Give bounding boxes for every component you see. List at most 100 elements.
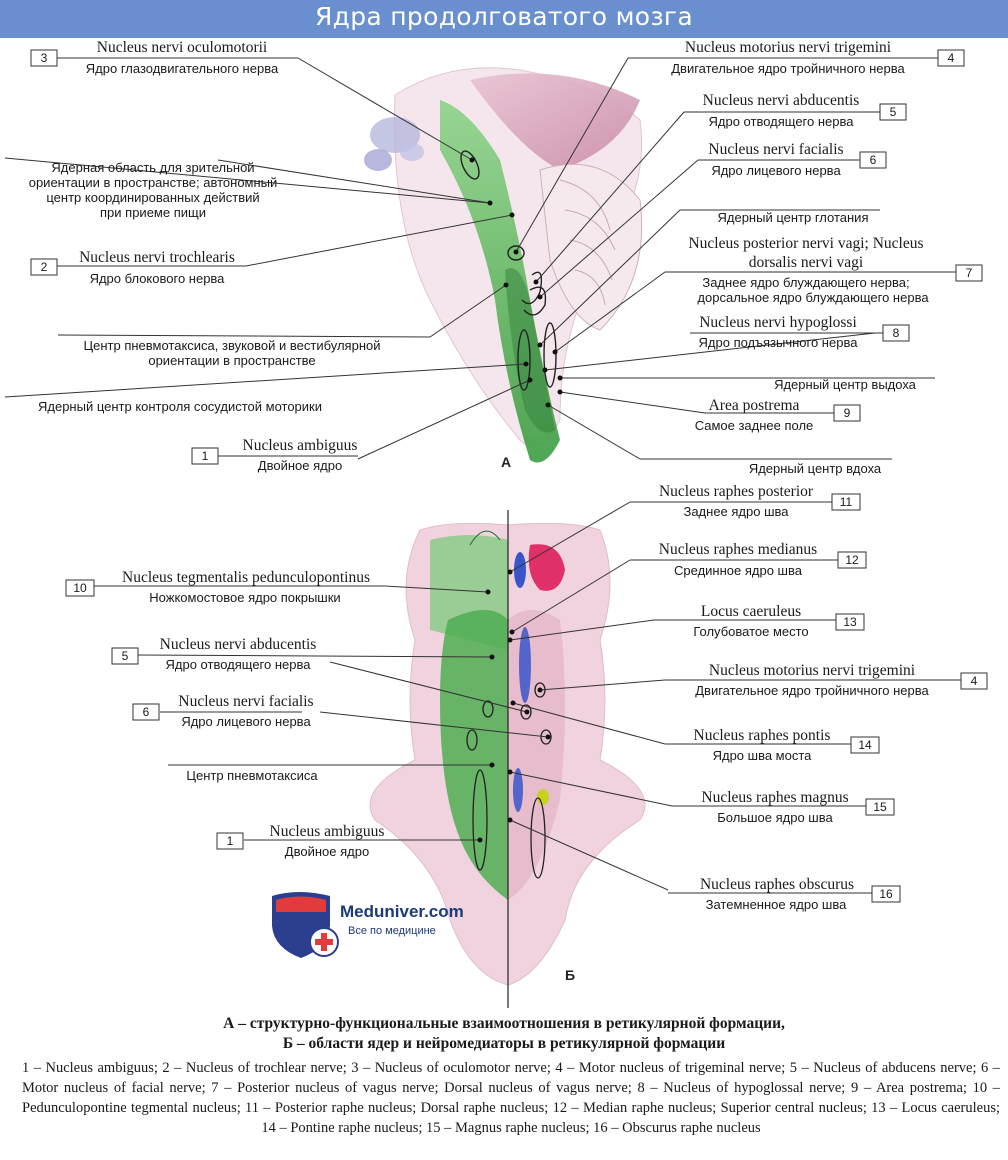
- svg-text:Срединное ядро шва: Срединное ядро шва: [674, 563, 803, 578]
- panel-a-illustration: [364, 67, 643, 463]
- svg-text:Двойное ядро: Двойное ядро: [258, 458, 342, 473]
- svg-text:Nucleus nervi facialis: Nucleus nervi facialis: [178, 693, 313, 710]
- meduniver-logo[interactable]: Meduniver.com Все по медицине: [268, 888, 498, 960]
- panel-b-letter: Б: [565, 967, 575, 983]
- label-a-hypoglossal: 8 Nucleus nervi hypoglossi Ядро подъязыч…: [690, 314, 910, 350]
- label-b-trigeminal: 4 Nucleus motorius nervi trigemini Двига…: [665, 662, 988, 698]
- label-a-trochlear: 2 Nucleus nervi trochlearis Ядро блоково…: [30, 249, 246, 286]
- caption-line-1: А – структурно-функциональные взаимоотно…: [223, 1015, 785, 1032]
- diagram-canvas: 3 Nucleus nervi oculomotorii Ядро глазод…: [4, 39, 988, 1008]
- svg-text:Nucleus raphes pontis: Nucleus raphes pontis: [694, 727, 831, 744]
- svg-text:9: 9: [844, 406, 851, 420]
- label-a-vagus: 7 Nucleus posterior nervi vagi; Nucleus …: [665, 235, 983, 305]
- svg-text:Nucleus ambiguus: Nucleus ambiguus: [243, 437, 358, 454]
- svg-text:Ядро лицевого нерва: Ядро лицевого нерва: [711, 163, 841, 178]
- svg-text:Ядро лицевого нерва: Ядро лицевого нерва: [181, 714, 311, 729]
- label-b-raphe-magnus: 15 Nucleus raphes magnus Большое ядро шв…: [672, 789, 895, 825]
- svg-text:4: 4: [971, 674, 978, 688]
- svg-text:Самое заднее поле: Самое заднее поле: [695, 418, 814, 433]
- label-a-oculomotor: 3 Nucleus nervi oculomotorii Ядро глазод…: [30, 39, 298, 76]
- label-b-tegmental: 10 Nucleus tegmentalis pedunculopontinus…: [65, 569, 385, 605]
- svg-text:Ядро блокового нерва: Ядро блокового нерва: [90, 271, 226, 286]
- svg-text:Nucleus nervi trochlearis: Nucleus nervi trochlearis: [79, 249, 235, 266]
- svg-text:Nucleus tegmentalis pedunculop: Nucleus tegmentalis pedunculopontinus: [122, 569, 370, 586]
- svg-text:Nucleus raphes magnus: Nucleus raphes magnus: [701, 789, 848, 806]
- svg-text:Nucleus raphes medianus: Nucleus raphes medianus: [659, 541, 817, 558]
- svg-text:Area postrema: Area postrema: [709, 397, 800, 414]
- svg-text:Nucleus nervi abducentis: Nucleus nervi abducentis: [703, 92, 860, 109]
- svg-text:Ядерный центр глотания: Ядерный центр глотания: [718, 210, 869, 225]
- label-b-abducens: 5 Nucleus nervi abducentis Ядро отводяще…: [111, 636, 317, 672]
- label-a-ambiguus: 1 Nucleus ambiguus Двойное ядро: [191, 437, 358, 473]
- logo-slogan: Все по медицине: [348, 925, 436, 937]
- svg-text:10: 10: [73, 581, 87, 595]
- title-bar: Ядра продолговатого мозга: [0, 0, 1008, 38]
- label-b-raphe-medianus: 12 Nucleus raphes medianus Срединное ядр…: [630, 541, 867, 578]
- svg-text:Большое ядро шва: Большое ядро шва: [717, 810, 833, 825]
- caption-line-2: Б – области ядер и нейромедиаторы в рети…: [282, 1035, 726, 1052]
- svg-text:12: 12: [845, 553, 859, 567]
- svg-text:dorsalis nervi vagi: dorsalis nervi vagi: [749, 254, 864, 271]
- logo-brand: Meduniver.com: [340, 902, 464, 921]
- svg-text:Nucleus raphes obscurus: Nucleus raphes obscurus: [700, 876, 854, 893]
- label-b-facial: 6 Nucleus nervi facialis Ядро лицевого н…: [132, 693, 314, 729]
- svg-text:при приеме пищи: при приеме пищи: [100, 205, 206, 220]
- svg-text:7: 7: [966, 266, 973, 280]
- svg-text:Ядро отводящего нерва: Ядро отводящего нерва: [166, 657, 312, 672]
- svg-text:Nucleus ambiguus: Nucleus ambiguus: [270, 823, 385, 840]
- svg-text:Двигательное ядро тройничного: Двигательное ядро тройничного нерва: [695, 683, 929, 698]
- svg-text:Nucleus motorius nervi trigemi: Nucleus motorius nervi trigemini: [685, 39, 892, 56]
- label-a-facial: 6 Nucleus nervi facialis Ядро лицевого н…: [698, 141, 887, 178]
- svg-text:Locus caeruleus: Locus caeruleus: [701, 603, 801, 620]
- svg-text:5: 5: [122, 649, 129, 663]
- panel-a-letter: А: [501, 454, 511, 470]
- svg-text:Ядерная область для зрительной: Ядерная область для зрительной: [51, 160, 254, 175]
- svg-text:11: 11: [840, 495, 853, 509]
- center-a-inhale: Ядерный центр вдоха: [749, 461, 882, 476]
- svg-text:Двигательное ядро тройничного: Двигательное ядро тройничного нерва: [671, 61, 905, 76]
- svg-text:Ядро шва моста: Ядро шва моста: [713, 748, 813, 763]
- label-b-raphe-obscurus: 16 Nucleus raphes obscurus Затемненное я…: [668, 876, 901, 912]
- svg-text:Ядро отводящего нерва: Ядро отводящего нерва: [709, 114, 855, 129]
- label-b-raphe-pontis: 14 Nucleus raphes pontis Ядро шва моста: [665, 727, 880, 763]
- svg-text:Заднее ядро блуждающего нерва;: Заднее ядро блуждающего нерва;: [702, 275, 909, 290]
- label-a-area-postrema: 9 Area postrema Самое заднее поле: [695, 397, 861, 433]
- svg-text:8: 8: [893, 326, 900, 340]
- shield-cross-icon: [272, 892, 339, 958]
- panel-b-dots: [477, 569, 551, 843]
- svg-text:Заднее ядро шва: Заднее ядро шва: [683, 504, 789, 519]
- svg-text:16: 16: [879, 887, 893, 901]
- svg-text:ориентации в пространстве: ориентации в пространстве: [148, 353, 315, 368]
- label-a-abducens: 5 Nucleus nervi abducentis Ядро отводяще…: [684, 92, 907, 129]
- figure-caption: А – структурно-функциональные взаимоотно…: [0, 1014, 1008, 1054]
- svg-text:Ядро подъязычного нерва: Ядро подъязычного нерва: [699, 335, 859, 350]
- svg-text:дорсальное ядро блуждающего не: дорсальное ядро блуждающего нерва: [697, 290, 929, 305]
- svg-text:ориентации в пространстве; авт: ориентации в пространстве; автономный: [29, 175, 278, 190]
- center-a-exhale: Ядерный центр выдоха: [774, 377, 917, 392]
- svg-text:14: 14: [858, 738, 872, 752]
- label-b-locus-caeruleus: 13 Locus caeruleus Голубоватое место: [654, 603, 865, 639]
- svg-text:1: 1: [202, 449, 209, 463]
- svg-text:Ножкомостовое ядро покрышки: Ножкомостовое ядро покрышки: [149, 590, 340, 605]
- svg-text:4: 4: [948, 51, 955, 65]
- svg-text:Nucleus nervi hypoglossi: Nucleus nervi hypoglossi: [699, 314, 857, 331]
- svg-text:Двойное ядро: Двойное ядро: [285, 844, 369, 859]
- svg-text:Ядро глазодвигательного нерва: Ядро глазодвигательного нерва: [86, 61, 279, 76]
- svg-text:Nucleus raphes posterior: Nucleus raphes posterior: [659, 483, 814, 500]
- svg-text:Центр пневмотаксиса, звуковой: Центр пневмотаксиса, звуковой и вестибул…: [84, 338, 381, 353]
- svg-text:Nucleus motorius nervi trigemi: Nucleus motorius nervi trigemini: [709, 662, 916, 679]
- svg-text:Nucleus posterior nervi vagi;: Nucleus posterior nervi vagi; Nucleus: [688, 235, 923, 252]
- label-b-raphe-posterior: 11 Nucleus raphes posterior Заднее ядро …: [630, 483, 861, 519]
- svg-text:5: 5: [890, 105, 897, 119]
- label-a-trigeminal: 4 Nucleus motorius nervi trigemini Двига…: [628, 39, 965, 76]
- center-a-swallow: Ядерный центр глотания: [680, 209, 880, 225]
- svg-text:1: 1: [227, 834, 234, 848]
- svg-text:2: 2: [41, 260, 48, 274]
- svg-text:13: 13: [843, 615, 857, 629]
- panel-b-leaders: [137, 501, 673, 891]
- svg-text:Nucleus nervi abducentis: Nucleus nervi abducentis: [160, 636, 317, 653]
- center-a-visual: Ядерная область для зрительной ориентаци…: [29, 160, 278, 220]
- svg-text:центр координированных действи: центр координированных действий: [46, 190, 259, 205]
- panel-b-illustration: [369, 510, 646, 1008]
- label-b-ambiguus: 1 Nucleus ambiguus Двойное ядро: [216, 823, 385, 859]
